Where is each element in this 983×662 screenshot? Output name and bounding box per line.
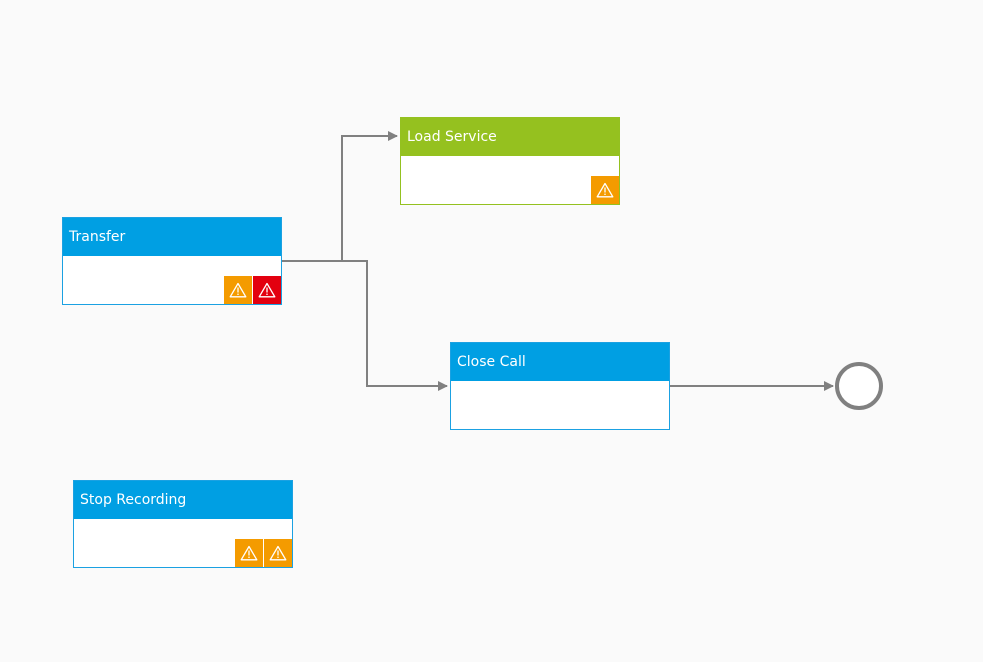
warning-icon[interactable] bbox=[235, 539, 263, 567]
node-title: Load Service bbox=[401, 118, 619, 156]
node-badges bbox=[591, 176, 619, 204]
warning-icon[interactable] bbox=[224, 276, 252, 304]
error-icon[interactable] bbox=[253, 276, 281, 304]
node-title: Close Call bbox=[451, 343, 669, 381]
node-badges bbox=[224, 276, 281, 304]
edge-transfer-close-call[interactable] bbox=[282, 260, 448, 391]
node-close-call[interactable]: Close Call bbox=[450, 342, 670, 430]
node-transfer[interactable]: Transfer bbox=[62, 217, 282, 305]
edge-transfer-load-service[interactable] bbox=[282, 131, 398, 262]
node-badges bbox=[235, 539, 292, 567]
warning-icon[interactable] bbox=[264, 539, 292, 567]
node-load-service[interactable]: Load Service bbox=[400, 117, 620, 205]
warning-icon[interactable] bbox=[591, 176, 619, 204]
node-title: Transfer bbox=[63, 218, 281, 256]
node-stop-recording[interactable]: Stop Recording bbox=[73, 480, 293, 568]
node-title: Stop Recording bbox=[74, 481, 292, 519]
end-circle-icon[interactable] bbox=[835, 362, 883, 410]
